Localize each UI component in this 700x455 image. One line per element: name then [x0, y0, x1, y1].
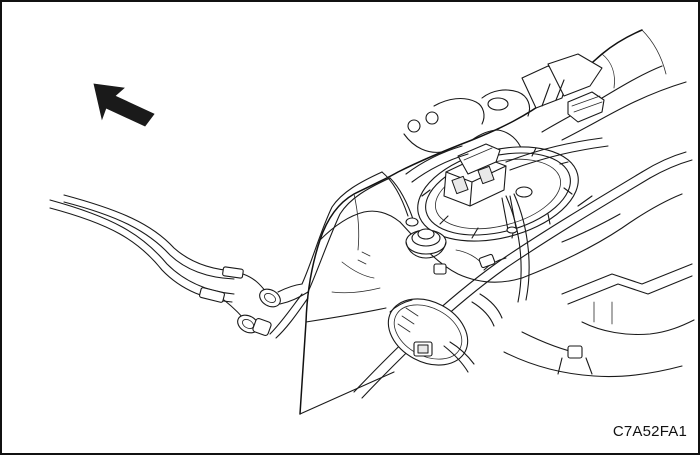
fuel-tank — [299, 29, 695, 415]
tank-lower-details — [357, 251, 507, 327]
figure-code-label: C7A52FA1 — [612, 423, 687, 440]
line-fitting-lower — [237, 314, 272, 337]
tank-strap — [353, 151, 693, 399]
line-fitting-upper — [259, 283, 309, 308]
tank-saddle-top — [433, 53, 605, 125]
fuel-lines — [49, 171, 391, 339]
pump-electrical-connector — [443, 143, 507, 207]
fuel-pump-module — [381, 137, 609, 303]
sender-access-opening — [387, 298, 475, 373]
arrow-forward-icon — [93, 83, 155, 127]
